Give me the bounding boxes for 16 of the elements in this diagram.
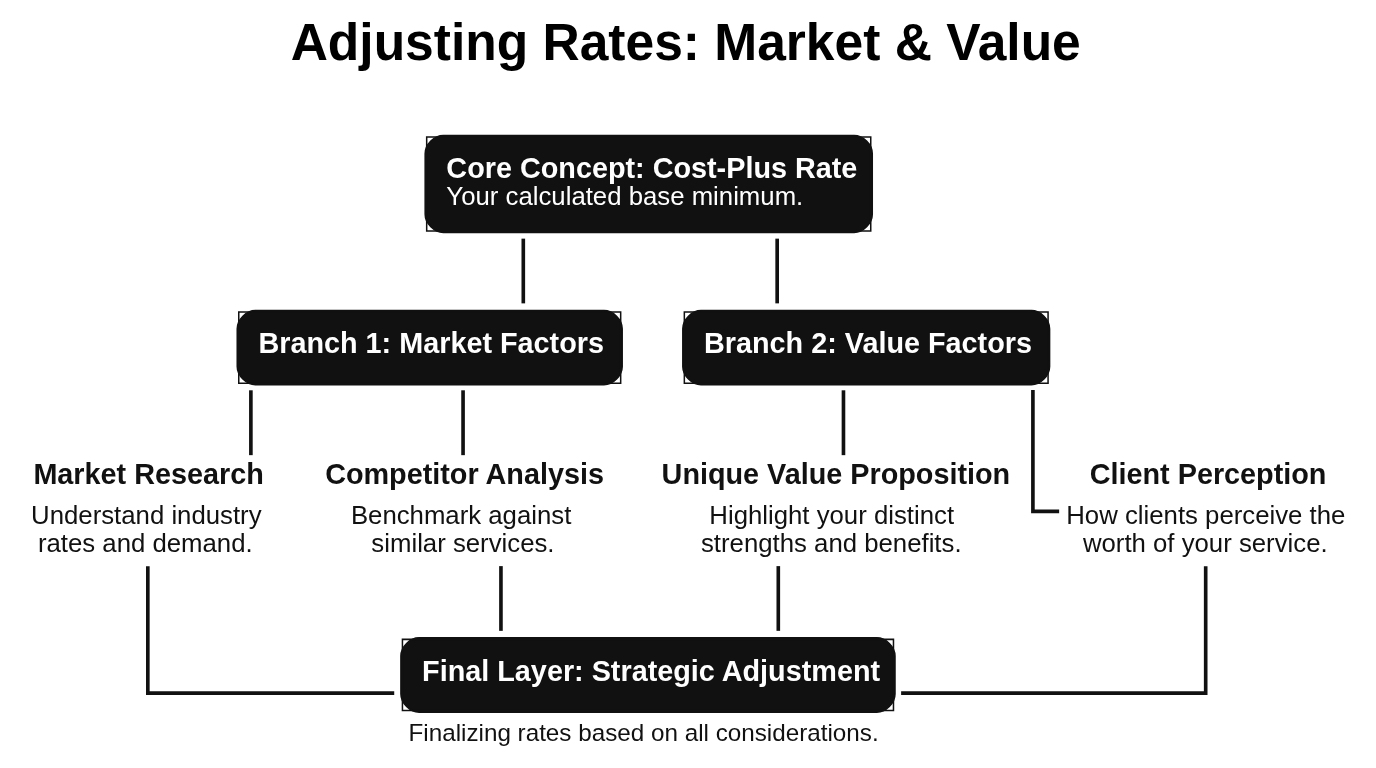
connector (1030, 390, 1059, 514)
connector (520, 238, 525, 304)
connector (900, 566, 1207, 695)
connector (774, 238, 779, 304)
connector (460, 390, 465, 456)
connector (248, 390, 253, 456)
connector (145, 566, 394, 695)
node-text: Unique Value Proposition Highlight your distinct strengths and benefits. (661, 457, 1010, 558)
connector (841, 390, 845, 456)
node-text: Competitor Analysis Benchmark against similar services. (324, 457, 604, 558)
diagram-title: Adjusting Rates: Market & Value (290, 12, 1081, 71)
node-text: Market Research Understand industry rates and demand. (30, 457, 264, 558)
connector (775, 566, 780, 631)
connector (498, 566, 503, 631)
node-label: Finalizing rates based on all considerations. (408, 718, 879, 746)
node-text: Client Perception How clients perceive the worth of your service. (1065, 457, 1345, 558)
